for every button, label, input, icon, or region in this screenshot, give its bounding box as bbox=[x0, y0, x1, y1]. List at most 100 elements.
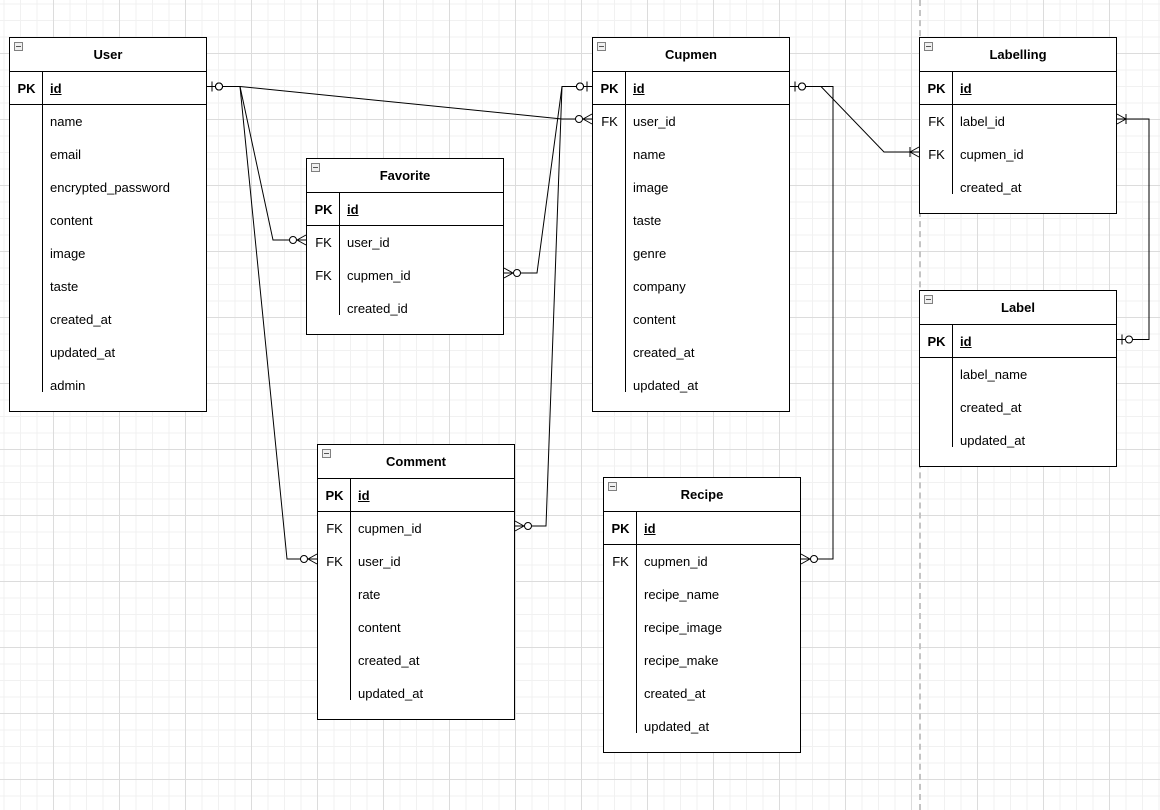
marker-many-optional-favorite-cupmen-from bbox=[503, 267, 521, 279]
relationship-line-cupmen-labelling bbox=[790, 86, 919, 153]
key-marker: PK bbox=[600, 80, 619, 96]
collapse-icon[interactable] bbox=[924, 295, 933, 304]
field-row[interactable]: name bbox=[593, 138, 789, 171]
field-row[interactable]: email bbox=[10, 138, 206, 171]
collapse-icon[interactable] bbox=[924, 42, 933, 51]
field-row[interactable]: created_at bbox=[920, 171, 1116, 204]
field-row[interactable]: genre bbox=[593, 237, 789, 270]
primary-key-row[interactable]: PK id bbox=[604, 512, 800, 545]
field-name: id bbox=[644, 520, 656, 536]
collapse-icon[interactable] bbox=[597, 42, 606, 51]
field-row[interactable]: recipe_image bbox=[604, 611, 800, 644]
field-row[interactable]: created_at bbox=[920, 391, 1116, 424]
field-row[interactable]: admin bbox=[10, 369, 206, 402]
field-row[interactable]: name bbox=[10, 105, 206, 138]
field-name: created_at bbox=[644, 686, 706, 701]
marker-many-optional-cupmen-recipe-to bbox=[800, 553, 818, 565]
field-name: id bbox=[960, 80, 972, 96]
key-marker: FK bbox=[601, 114, 618, 129]
field-row[interactable]: created_at bbox=[10, 303, 206, 336]
field-row[interactable]: content bbox=[318, 611, 514, 644]
relationship-line-label-labelling bbox=[1117, 118, 1150, 340]
field-row[interactable]: created_id bbox=[307, 292, 503, 325]
field-row[interactable]: created_at bbox=[318, 644, 514, 677]
field-row[interactable]: company bbox=[593, 270, 789, 303]
collapse-icon[interactable] bbox=[14, 42, 23, 51]
key-marker: FK bbox=[326, 554, 343, 569]
collapse-icon[interactable] bbox=[322, 449, 331, 458]
collapse-icon[interactable] bbox=[608, 482, 617, 491]
entity-header[interactable]: Label bbox=[920, 291, 1116, 325]
field-name: image bbox=[633, 180, 669, 195]
entity-header[interactable]: Favorite bbox=[307, 159, 503, 193]
field-name: created_at bbox=[960, 180, 1022, 195]
collapse-icon[interactable] bbox=[311, 163, 320, 172]
marker-many-mandatory-cupmen-labelling-to bbox=[909, 146, 920, 158]
field-name: label_name bbox=[960, 367, 1028, 382]
relationship-line-user-favorite bbox=[207, 86, 306, 241]
field-name: name bbox=[50, 114, 83, 129]
key-column-divider bbox=[339, 193, 340, 315]
field-row[interactable]: created_at bbox=[604, 677, 800, 710]
field-name: id bbox=[347, 201, 359, 217]
field-row[interactable]: taste bbox=[10, 270, 206, 303]
field-row[interactable]: recipe_make bbox=[604, 644, 800, 677]
entity-header[interactable]: Labelling bbox=[920, 38, 1116, 72]
field-row[interactable]: content bbox=[10, 204, 206, 237]
field-name: recipe_image bbox=[644, 620, 723, 635]
field-row[interactable]: updated_at bbox=[593, 369, 789, 402]
field-row[interactable]: taste bbox=[593, 204, 789, 237]
field-row[interactable]: rate bbox=[318, 578, 514, 611]
entity-header[interactable]: Comment bbox=[318, 445, 514, 479]
field-row[interactable]: updated_at bbox=[604, 710, 800, 743]
field-name: taste bbox=[50, 279, 79, 294]
key-marker: PK bbox=[611, 520, 630, 536]
relationship-line-user-comment bbox=[207, 86, 317, 560]
field-row[interactable]: updated_at bbox=[318, 677, 514, 710]
entity-header[interactable]: User bbox=[10, 38, 206, 72]
field-row[interactable]: encrypted_password bbox=[10, 171, 206, 204]
key-marker: FK bbox=[928, 114, 945, 129]
entity-header[interactable]: Recipe bbox=[604, 478, 800, 512]
field-row[interactable]: updated_at bbox=[10, 336, 206, 369]
field-row[interactable]: image bbox=[593, 171, 789, 204]
entity-header[interactable]: Cupmen bbox=[593, 38, 789, 72]
field-name: created_at bbox=[960, 400, 1022, 415]
field-row[interactable]: updated_at bbox=[920, 424, 1116, 457]
field-row[interactable]: image bbox=[10, 237, 206, 270]
field-row[interactable]: recipe_name bbox=[604, 578, 800, 611]
field-row[interactable]: created_at bbox=[593, 336, 789, 369]
field-row[interactable]: content bbox=[593, 303, 789, 336]
field-row[interactable]: label_name bbox=[920, 358, 1116, 391]
field-name: user_id bbox=[347, 235, 390, 250]
field-name: email bbox=[50, 147, 82, 162]
field-name: created_at bbox=[358, 653, 420, 668]
field-name: id bbox=[50, 80, 62, 96]
marker-many-mandatory-label-labelling-to bbox=[1116, 113, 1127, 125]
field-name: rate bbox=[358, 587, 381, 602]
